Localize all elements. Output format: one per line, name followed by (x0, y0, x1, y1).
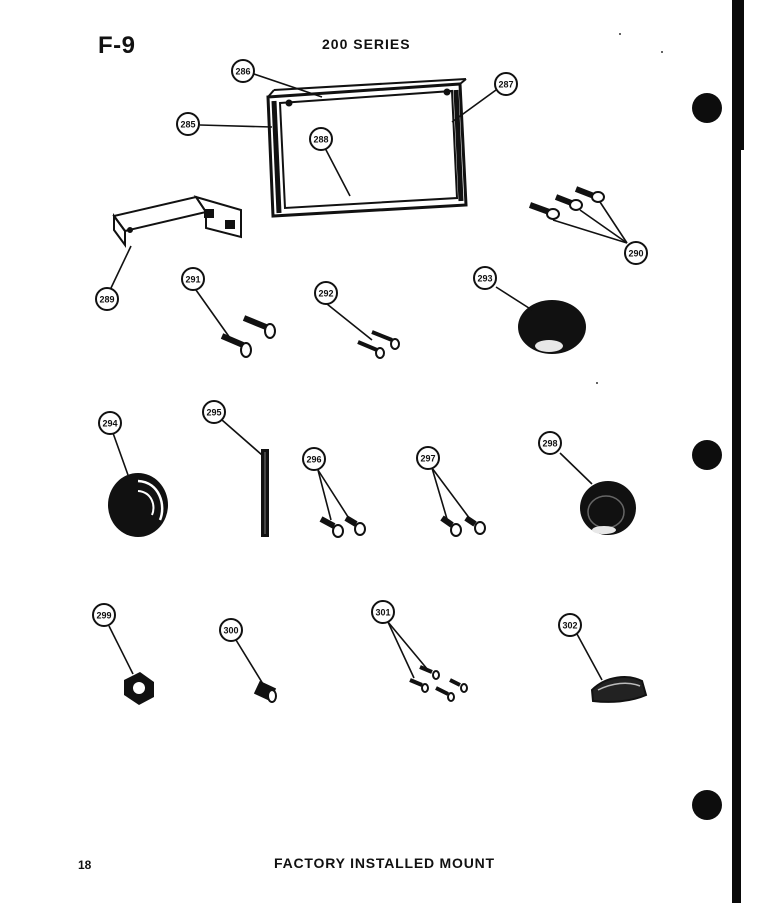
callout-292: 292 (314, 281, 338, 305)
binder-hole-bottom (692, 790, 722, 820)
angle-bracket (112, 195, 242, 249)
svg-text:302: 302 (562, 621, 577, 631)
screws-297 (440, 515, 486, 537)
svg-text:294: 294 (102, 419, 117, 429)
coil-294 (108, 473, 168, 537)
callout-293: 293 (473, 266, 497, 290)
svg-text:297: 297 (420, 454, 435, 464)
series-title: 200 SERIES (322, 36, 411, 52)
strip-295 (261, 449, 269, 537)
footer-title: FACTORY INSTALLED MOUNT (274, 855, 495, 871)
svg-text:295: 295 (206, 408, 221, 418)
callout-290: 290 (624, 241, 648, 265)
screws-291 (220, 315, 276, 358)
callout-302: 302 (558, 613, 582, 637)
callouts: 286 287 285 288 290 289 291 292 293 294 … (92, 59, 648, 642)
svg-text:298: 298 (542, 439, 557, 449)
callout-291: 291 (181, 267, 205, 291)
callout-300: 300 (219, 618, 243, 642)
callout-286: 286 (231, 59, 255, 83)
screws-296 (319, 515, 366, 538)
svg-text:290: 290 (628, 249, 643, 259)
screws-301 (409, 665, 468, 702)
callout-299: 299 (92, 603, 116, 627)
binder-edge (732, 0, 741, 903)
screws-292 (357, 330, 400, 359)
scan-specks (596, 33, 663, 384)
svg-text:300: 300 (223, 626, 238, 636)
svg-text:291: 291 (185, 275, 200, 285)
svg-text:301: 301 (375, 608, 390, 618)
spacer-300 (253, 680, 277, 703)
callout-294: 294 (98, 411, 122, 435)
callout-296: 296 (302, 447, 326, 471)
binder-hole-top (692, 93, 722, 123)
callout-297: 297 (416, 446, 440, 470)
callout-298: 298 (538, 431, 562, 455)
svg-text:289: 289 (99, 295, 114, 305)
svg-text:286: 286 (235, 67, 250, 77)
callout-295: 295 (202, 400, 226, 424)
binder-hole-middle (692, 440, 722, 470)
callout-301: 301 (371, 600, 395, 624)
binder-edge-upper (732, 0, 744, 150)
svg-text:287: 287 (498, 80, 513, 90)
callout-289: 289 (95, 287, 119, 311)
callout-288: 288 (309, 127, 333, 151)
page-number: 18 (78, 858, 92, 872)
svg-text:288: 288 (313, 135, 328, 145)
svg-text:296: 296 (306, 455, 321, 465)
svg-text:292: 292 (318, 289, 333, 299)
svg-text:293: 293 (477, 274, 492, 284)
plug-298 (580, 481, 636, 535)
nut-299 (124, 672, 154, 705)
svg-text:285: 285 (180, 120, 195, 130)
leader-lines (108, 73, 628, 685)
svg-text:299: 299 (96, 611, 111, 621)
page-code: F-9 (98, 32, 136, 59)
clip-302 (590, 676, 648, 703)
frame-assembly (266, 78, 468, 218)
callout-285-frame: 285 (176, 112, 200, 136)
screws-290 (528, 186, 605, 220)
callout-287: 287 (494, 72, 518, 96)
plug-293 (518, 300, 586, 354)
